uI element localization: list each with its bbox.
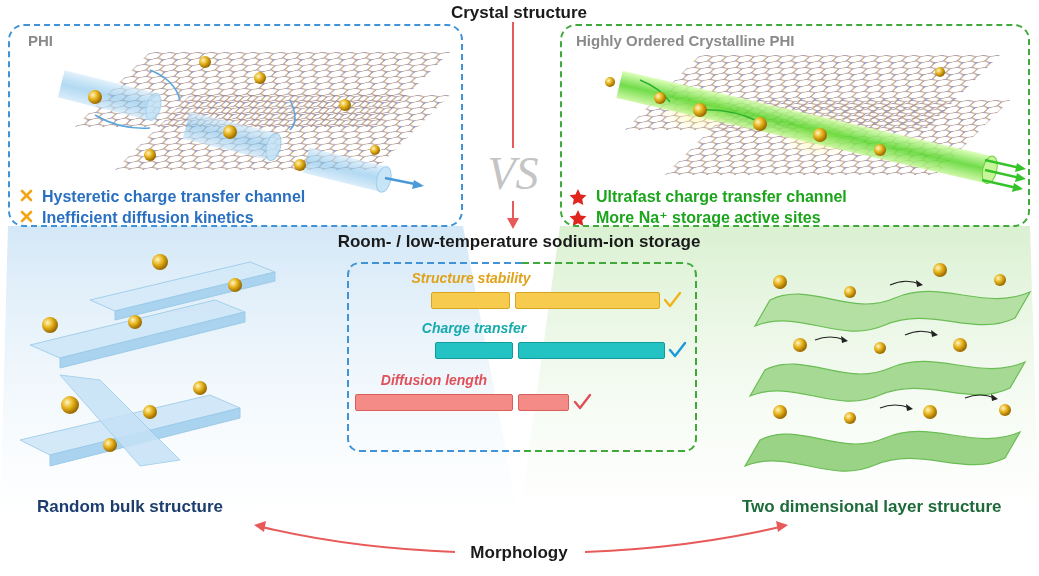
panel-box: PHI Hysteretic charge transfer channelIne… (8, 24, 463, 227)
bar (431, 292, 510, 309)
panel-title: PHI (28, 32, 53, 49)
panel-title: Highly Ordered Crystalline PHI (576, 32, 794, 49)
section-heading: Morphology (470, 543, 567, 563)
bar (355, 394, 513, 411)
bar (515, 292, 660, 309)
advantage-text: More Na⁺ storage active sites (596, 209, 821, 227)
bar (518, 342, 665, 359)
check-mark (670, 343, 685, 356)
bar-label: Charge transfer (422, 320, 526, 336)
drawback-text: Hysteretic charge transfer channel (42, 188, 305, 206)
bar (435, 342, 513, 359)
comparison-box: Structure stabilityCharge transferDiffus… (347, 262, 697, 452)
bar (518, 394, 569, 411)
morphology-label: Two dimensional layer structure (742, 497, 1001, 517)
bar-label: Diffusion length (381, 372, 487, 388)
advantage-text: Ultrafast charge transfer channel (596, 188, 847, 206)
vs-mark: VS (484, 148, 541, 201)
section-heading: Crystal structure (451, 3, 587, 23)
panel-box: Highly Ordered Crystalline PHI Ultrafast … (560, 24, 1030, 227)
check-mark (665, 293, 680, 306)
dashed-outline (348, 263, 522, 451)
bar-label: Structure stability (411, 270, 530, 286)
section-heading: Room- / low-temperature sodium-ion stora… (338, 232, 701, 252)
drawback-text: Inefficient diffusion kinetics (42, 209, 254, 227)
morphology-label: Random bulk structure (37, 497, 223, 517)
check-mark (575, 395, 590, 408)
